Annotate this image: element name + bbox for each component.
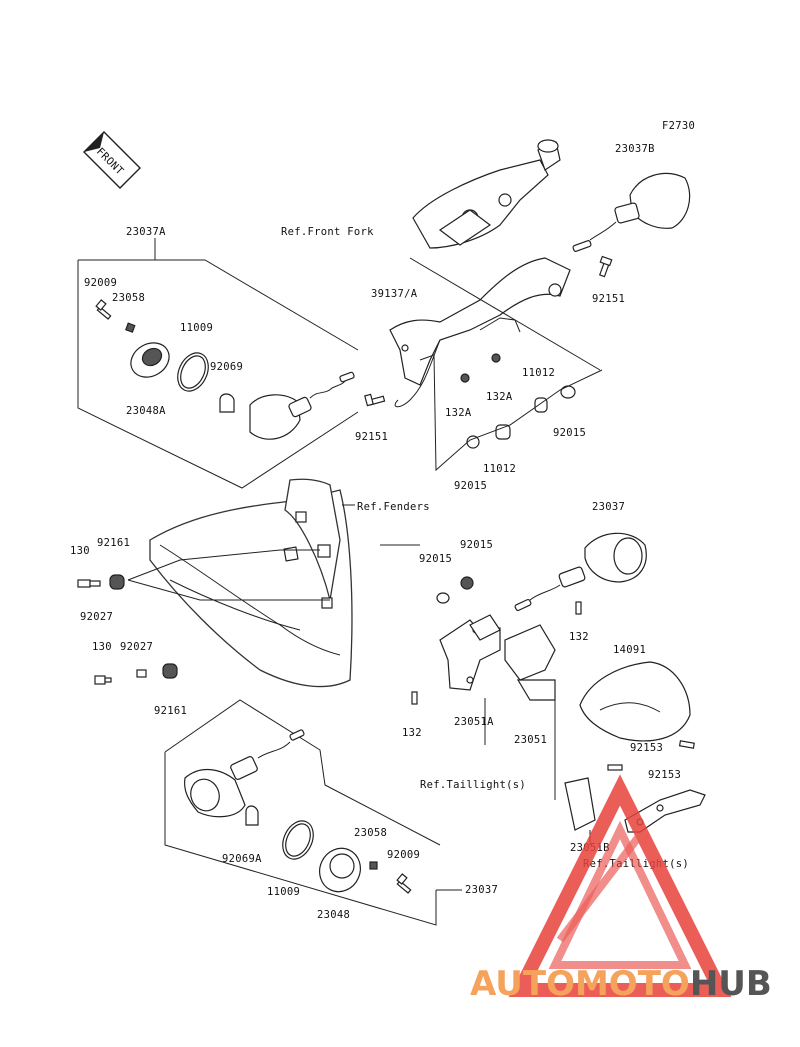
- label-130-2: 130: [92, 641, 112, 653]
- turn-signal-right-rear: [514, 532, 647, 612]
- label-92161-2: 92161: [154, 705, 187, 717]
- label-92015-4: 92015: [419, 553, 452, 565]
- label-92161-1: 92161: [97, 537, 130, 549]
- label-11012-1: 11012: [522, 367, 555, 379]
- rear-cover-14091: [579, 661, 691, 742]
- bracket-23051B: [564, 777, 706, 833]
- screws-92153: [607, 740, 695, 771]
- spacer-92027-2: [136, 669, 147, 678]
- label-132A-2: 132A: [445, 407, 472, 419]
- label-11012-2: 11012: [483, 463, 516, 475]
- label-23051: 23051: [514, 734, 547, 746]
- bolt-130-1: [77, 579, 101, 588]
- watermark-logo: [508, 774, 732, 997]
- label-23058-bottom: 23058: [354, 827, 387, 839]
- bolt-92151-right: [598, 255, 613, 278]
- label-11009-bottom: 11009: [267, 886, 300, 898]
- label-92015-2: 92015: [454, 480, 487, 492]
- label-130-1: 130: [70, 545, 90, 557]
- front-arrow-icon: FRONT: [83, 131, 141, 189]
- label-23048: 23048: [317, 909, 350, 921]
- label-92009-bottom: 92009: [387, 849, 420, 861]
- label-92151-right: 92151: [592, 293, 625, 305]
- label-23048A: 23048A: [126, 405, 166, 417]
- watermark-text: AUTOMOTOHUB: [470, 964, 772, 1004]
- bolt-132-mid: [411, 601, 582, 705]
- rear-bracket-23051: [504, 624, 556, 701]
- label-11009-top: 11009: [180, 322, 213, 334]
- label-132-1: 132: [569, 631, 589, 643]
- turn-signal-right-front: [572, 172, 691, 252]
- figure-code: F2730: [662, 120, 695, 132]
- label-ref-front-fork: Ref.Front Fork: [281, 226, 374, 238]
- label-23037A: 23037A: [126, 226, 166, 238]
- label-ref-taillight-1: Ref.Taillight(s): [420, 779, 526, 791]
- label-14091: 14091: [613, 644, 646, 656]
- label-92015-1: 92015: [553, 427, 586, 439]
- nuts-92015-mid: [436, 576, 474, 604]
- label-92069A: 92069A: [222, 853, 262, 865]
- nut-23058-top: [125, 322, 136, 333]
- bolt-130-2: [94, 675, 112, 685]
- bulb-92069: [219, 393, 235, 413]
- label-23051A: 23051A: [454, 716, 494, 728]
- lens-23048A: [130, 342, 170, 378]
- turn-signal-left-front: [249, 371, 355, 440]
- label-92151-left: 92151: [355, 431, 388, 443]
- screw-92009-bottom: [396, 873, 412, 894]
- label-23037-bottom: 23037: [465, 884, 498, 896]
- box-23037-bottom: [164, 699, 462, 926]
- nut-23058-bottom: [369, 861, 378, 870]
- label-92009-top: 92009: [84, 277, 117, 289]
- label-92015-3: 92015: [460, 539, 493, 551]
- collar-92161-2: [162, 663, 178, 679]
- bolt-92151-left: [364, 393, 386, 407]
- nut-132A: [460, 353, 501, 383]
- label-92153-2: 92153: [648, 769, 681, 781]
- screw-92009-top: [95, 299, 112, 320]
- label-132A-1: 132A: [486, 391, 513, 403]
- bulb-92069A: [245, 805, 259, 826]
- label-92153-1: 92153: [630, 742, 663, 754]
- gasket-11009-top: [177, 352, 209, 392]
- label-23037: 23037: [592, 501, 625, 513]
- gasket-11009-bottom: [282, 820, 314, 860]
- label-92027-2: 92027: [120, 641, 153, 653]
- label-23058-top: 23058: [112, 292, 145, 304]
- label-92069: 92069: [210, 361, 243, 373]
- label-23037B: 23037B: [615, 143, 655, 155]
- rear-bracket-23051A: [439, 614, 501, 691]
- label-39137A: 39137/A: [371, 288, 418, 300]
- turn-signal-bracket: [389, 257, 571, 408]
- box-23037A: [77, 238, 359, 489]
- lens-23048: [319, 847, 361, 893]
- label-ref-fenders: Ref.Fenders: [357, 501, 430, 513]
- collar-92161-1: [109, 574, 125, 590]
- front-fork-bracket: [412, 139, 561, 249]
- label-92027-1: 92027: [80, 611, 113, 623]
- rear-fender: [149, 478, 353, 688]
- label-132-2: 132: [402, 727, 422, 739]
- turn-signal-left-rear: [183, 729, 305, 818]
